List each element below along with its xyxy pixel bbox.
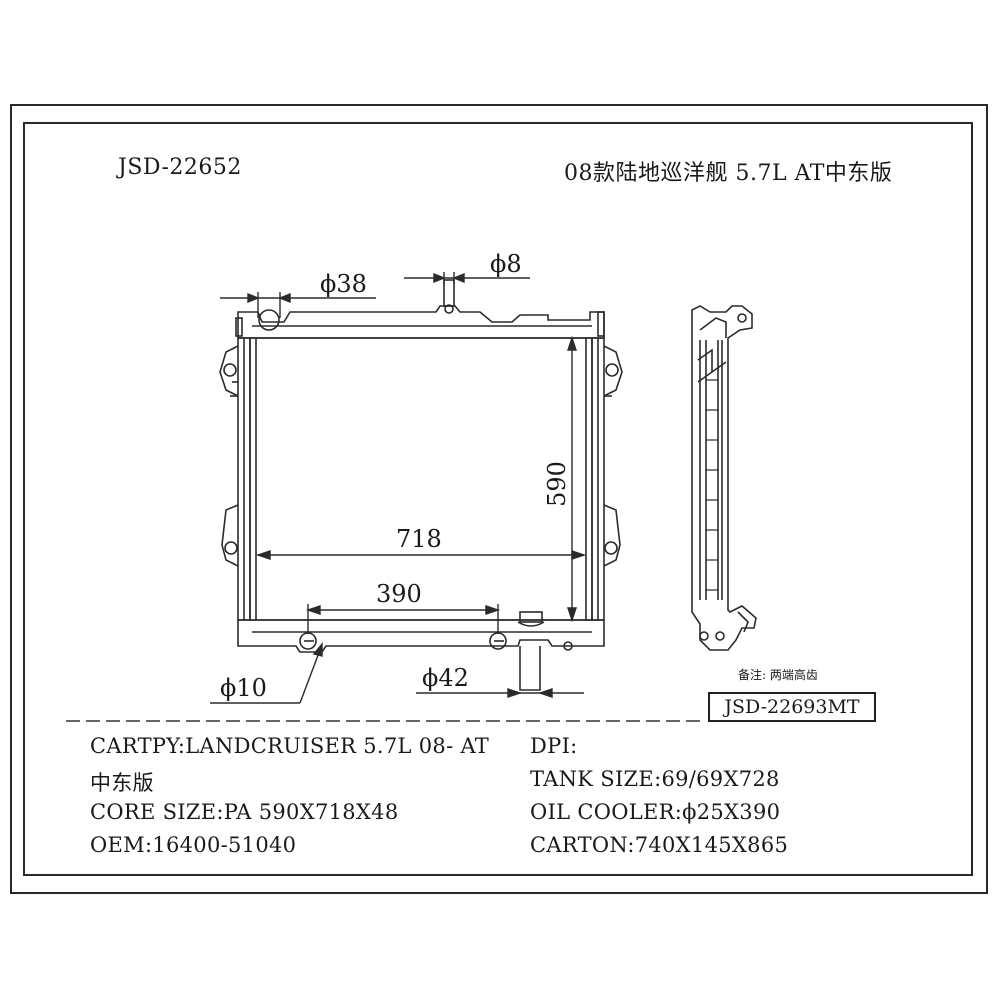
- outlet-diameter-label: ϕ42: [422, 664, 469, 692]
- side-view-note: 备注: 两端高齿: [738, 668, 818, 682]
- spec-oem: OEM:16400-51040: [90, 833, 297, 857]
- oil-cooler-spacing-label: 390: [376, 580, 422, 608]
- vent-diameter-label: ϕ8: [490, 250, 522, 278]
- inlet-diameter-label: ϕ38: [320, 270, 367, 298]
- spec-cartpy: CARTPY:LANDCRUISER 5.7L 08- AT: [90, 734, 490, 758]
- spec-dpi: DPI:: [530, 734, 578, 758]
- drawing-border: [23, 122, 973, 876]
- part-number: JSD-22652: [118, 155, 242, 180]
- spec-oil-cooler: OIL COOLER:ϕ25X390: [530, 800, 781, 824]
- model-title: 08款陆地巡洋舰 5.7L AT中东版: [564, 161, 893, 186]
- cooler-fitting-diameter-label: ϕ10: [220, 674, 267, 702]
- core-height-label: 590: [542, 461, 571, 507]
- alt-part-number-box: JSD-22693MT: [708, 692, 876, 722]
- spec-core-size: CORE SIZE:PA 590X718X48: [90, 800, 399, 824]
- spec-cartpy-region: 中东版: [90, 771, 154, 795]
- radiator-front-view: [219, 279, 623, 691]
- spec-tank-size: TANK SIZE:69/69X728: [530, 767, 780, 791]
- outer-border: [10, 104, 988, 894]
- core-width-label: 718: [396, 525, 442, 553]
- spec-carton: CARTON:740X145X865: [530, 833, 789, 857]
- radiator-side-view: [691, 305, 757, 651]
